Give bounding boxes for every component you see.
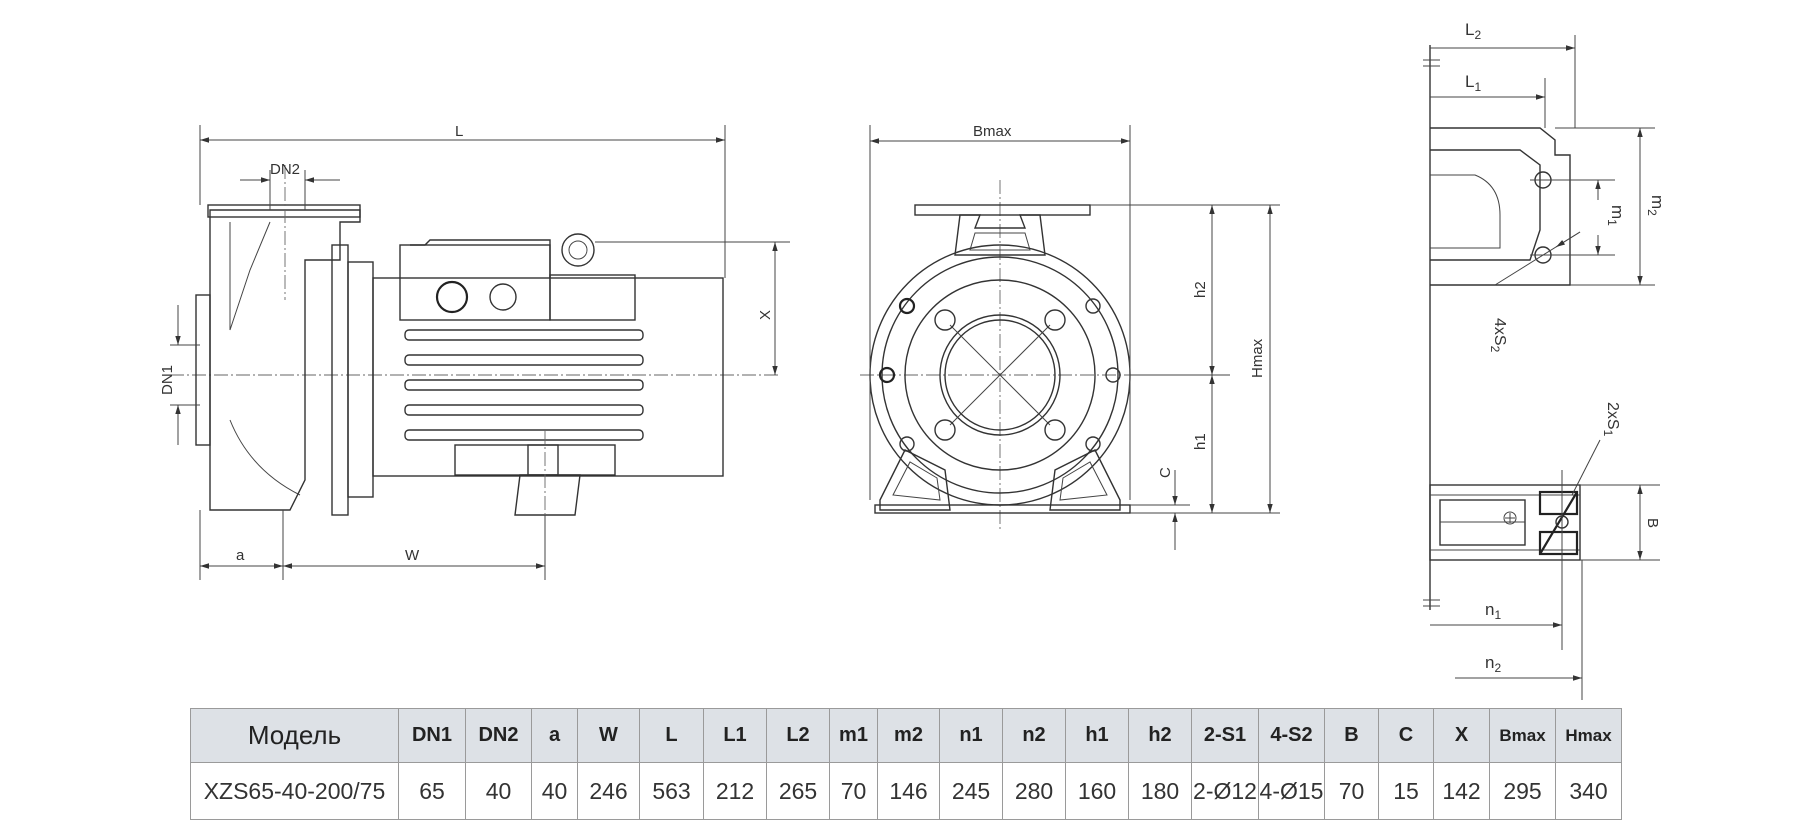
table-cell: 142 [1433,762,1490,820]
col-header: DN1 [398,708,466,763]
table-cell: 563 [639,762,704,820]
col-header: L1 [703,708,767,763]
dim-label-m2: m2 [1645,195,1667,216]
dim-label-DN1: DN1 [159,365,176,395]
dim-label-W: W [405,547,420,564]
spec-table: Модель DN1 DN2 a W L L1 L2 m1 m2 n1 n2 h… [190,708,1622,820]
col-header: L [639,708,704,763]
dim-label-Hmax: Hmax [1249,338,1266,378]
dim-label-2xS1: 2xS1 [1601,402,1621,437]
dim-label-C: C [1157,467,1174,478]
col-header: m2 [877,708,940,763]
col-header: DN2 [465,708,532,763]
col-header: Hmax [1555,708,1622,763]
col-header: B [1324,708,1379,763]
col-header: W [577,708,640,763]
table-cell: 15 [1378,762,1434,820]
table-cell: 40 [531,762,578,820]
col-header: h1 [1065,708,1129,763]
table-cell: 40 [465,762,532,820]
front-view: Bmax h2 h1 Hmax C [860,123,1280,550]
col-header: a [531,708,578,763]
table-cell: 2-Ø12 [1191,762,1259,820]
col-header: n2 [1002,708,1066,763]
foot-section-view: B 2xS1 n1 n2 [1429,402,1661,700]
dim-label-L: L [455,123,463,140]
dim-label-L1: L1 [1465,72,1481,94]
table-row: XZS65-40-200/75 65 40 40 246 563 212 265… [190,762,1622,820]
table-cell: 295 [1489,762,1556,820]
col-header: 2-S1 [1191,708,1259,763]
table-cell: 245 [939,762,1003,820]
col-header: C [1378,708,1434,763]
dim-label-4xS2: 4xS2 [1488,318,1508,353]
table-cell: 246 [577,762,640,820]
table-cell: 280 [1002,762,1066,820]
dim-label-n1: n1 [1485,600,1501,622]
col-header: Модель [190,708,399,763]
table-cell: 212 [703,762,767,820]
table-cell: 180 [1128,762,1192,820]
dim-label-X: X [757,310,774,320]
dim-label-h1: h1 [1192,433,1209,450]
table-cell: 70 [1324,762,1379,820]
col-header: L2 [766,708,830,763]
dim-label-Bmax: Bmax [973,123,1012,140]
dim-label-a: a [236,547,245,564]
col-header: m1 [829,708,878,763]
table-cell: 160 [1065,762,1129,820]
side-view: L DN2 DN1 X a W [159,123,790,580]
col-header: h2 [1128,708,1192,763]
table-cell: 146 [877,762,940,820]
col-header: 4-S2 [1258,708,1325,763]
table-cell: XZS65-40-200/75 [190,762,399,820]
dim-label-n2: n2 [1485,653,1501,675]
table-cell: 340 [1555,762,1622,820]
dim-label-B: B [1644,518,1661,528]
table-cell: 65 [398,762,466,820]
col-header: Bmax [1489,708,1556,763]
table-header-row: Модель DN1 DN2 a W L L1 L2 m1 m2 n1 n2 h… [190,708,1622,763]
col-header: n1 [939,708,1003,763]
dim-label-h2: h2 [1192,281,1209,298]
dim-label-m1: m1 [1605,205,1627,226]
dim-label-L2: L2 [1465,20,1481,42]
table-cell: 4-Ø15 [1258,762,1325,820]
table-cell: 265 [766,762,830,820]
col-header: X [1433,708,1490,763]
technical-drawing: L DN2 DN1 X a W [159,20,1667,700]
table-cell: 70 [829,762,878,820]
dim-label-DN2: DN2 [270,161,300,178]
